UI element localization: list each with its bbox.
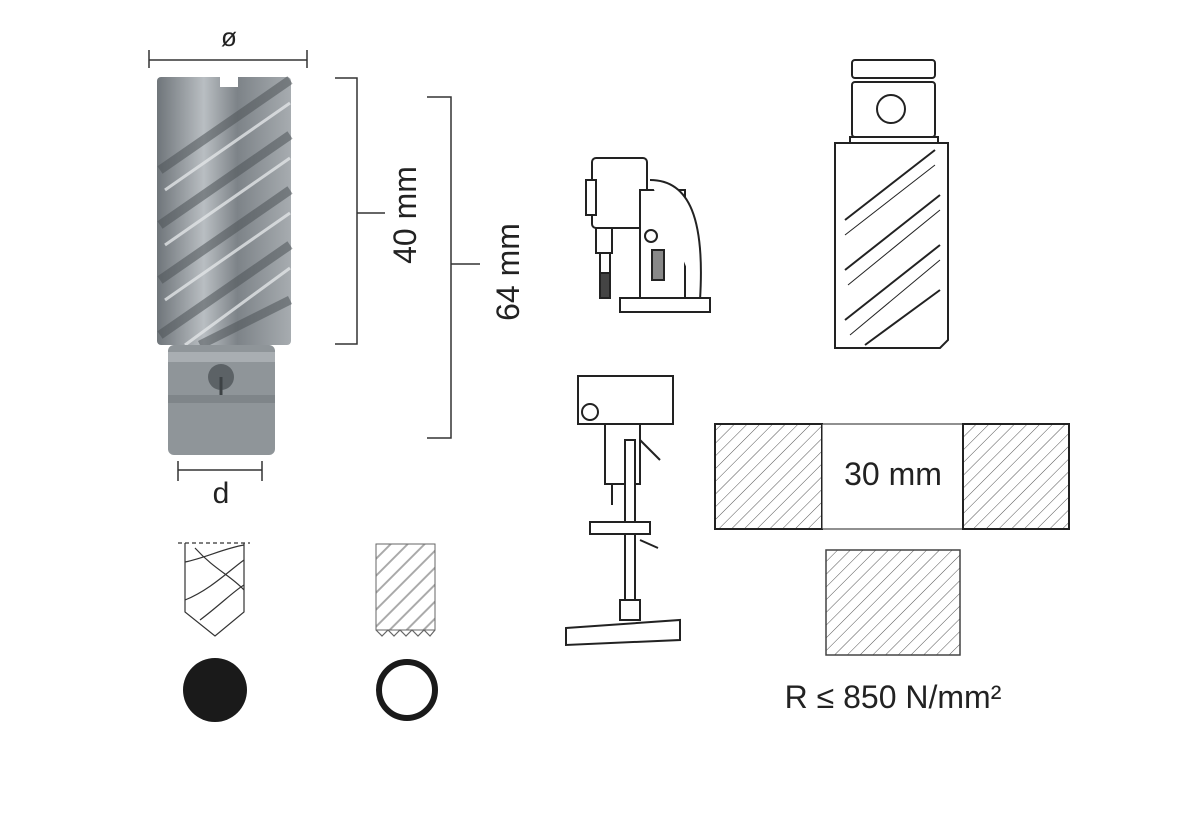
diameter-dimension: ø bbox=[148, 22, 308, 68]
annular-cutter-image bbox=[157, 75, 293, 455]
shank-dimension: d bbox=[177, 461, 263, 510]
max-thickness-label: 30 mm bbox=[844, 456, 942, 492]
shank-label: d bbox=[213, 477, 230, 510]
magnetic-drill-icon bbox=[585, 157, 711, 313]
twist-drill-icon bbox=[178, 542, 250, 637]
pillar-drill-icon bbox=[565, 375, 681, 647]
cutting-depth-dimension: 40 mm bbox=[335, 77, 423, 345]
cutting-depth-label: 40 mm bbox=[387, 166, 423, 264]
saw-blade-icon bbox=[375, 543, 436, 637]
diameter-label: ø bbox=[221, 22, 237, 52]
total-length-label: 64 mm bbox=[490, 223, 526, 321]
workpiece-section: 30 mm R ≤ 850 N/mm² bbox=[714, 423, 1070, 715]
material-strength-label: R ≤ 850 N/mm² bbox=[785, 679, 1002, 715]
annular-cutter-icon bbox=[834, 59, 949, 349]
total-length-dimension: 64 mm bbox=[427, 96, 526, 439]
solid-hole-icon bbox=[183, 658, 247, 722]
core-ring-icon bbox=[376, 659, 438, 721]
